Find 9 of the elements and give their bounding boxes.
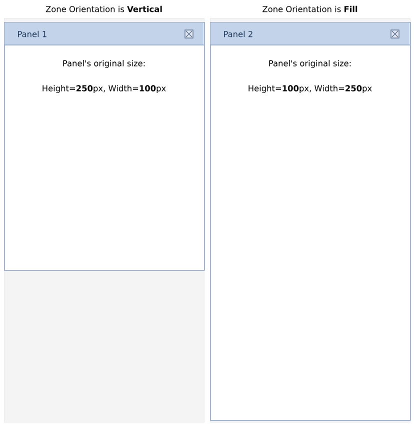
size-caption: Panel's original size: <box>269 60 351 68</box>
size-caption: Panel's original size: <box>63 60 145 68</box>
size-text: Height=100px, Width=250px <box>248 85 372 93</box>
zone-heading: Zone Orientation is Fill <box>262 6 358 12</box>
panel-title: Panel 1 <box>18 30 46 38</box>
panel-title: Panel 2 <box>224 30 252 38</box>
zone-heading: Zone Orientation is Vertical <box>46 6 162 12</box>
panel <box>4 22 205 271</box>
size-text: Height=250px, Width=100px <box>42 85 166 93</box>
